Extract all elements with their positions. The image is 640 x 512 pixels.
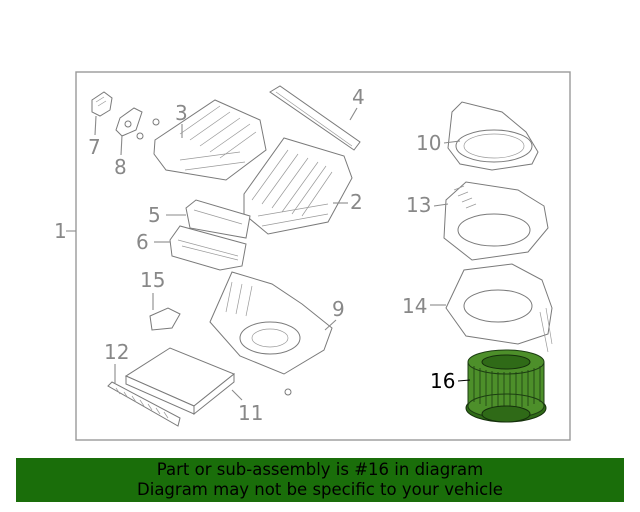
part-5[interactable] (185, 199, 251, 239)
callout-16: 16 (430, 369, 455, 393)
part-10[interactable] (447, 101, 539, 171)
part-15[interactable] (149, 307, 181, 331)
callout-14: 14 (402, 294, 427, 318)
part-8[interactable] (115, 107, 160, 140)
callout-5: 5 (148, 203, 161, 227)
part-13[interactable] (443, 181, 549, 261)
part-4[interactable] (269, 85, 361, 151)
callout-2: 2 (350, 190, 363, 214)
callout-9: 9 (332, 297, 345, 321)
part-14[interactable] (445, 263, 553, 353)
part-11[interactable] (124, 347, 292, 416)
banner-line-2: Diagram may not be specific to your vehi… (137, 480, 503, 499)
part-9[interactable] (209, 271, 333, 375)
callout-6: 6 (136, 230, 149, 254)
callout-3: 3 (175, 101, 188, 125)
callout-15: 15 (140, 268, 165, 292)
callout-13: 13 (406, 193, 431, 217)
part-2[interactable] (243, 137, 353, 235)
callout-11: 11 (238, 401, 263, 425)
callout-12: 12 (104, 340, 129, 364)
callout-7: 7 (88, 135, 101, 159)
part-16-blower-motor[interactable] (465, 349, 547, 423)
callout-8: 8 (114, 155, 127, 179)
part-3[interactable] (153, 99, 267, 181)
banner-line-1: Part or sub-assembly is #16 in diagram (156, 460, 484, 479)
diagram-frame (75, 71, 571, 441)
part-6[interactable] (169, 225, 247, 271)
callout-4: 4 (352, 85, 365, 109)
part-12[interactable] (107, 381, 181, 427)
callout-10: 10 (416, 131, 441, 155)
info-banner: Part or sub-assembly is #16 in diagram D… (16, 458, 624, 502)
callout-1: 1 (54, 219, 67, 243)
part-7[interactable] (91, 91, 113, 117)
